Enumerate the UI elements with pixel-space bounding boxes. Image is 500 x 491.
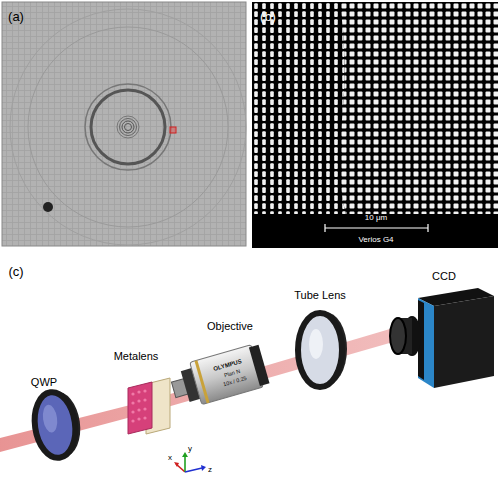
- sem-image: [252, 2, 498, 248]
- panel-letter: (a): [8, 10, 24, 23]
- scale-label: 10 μm: [365, 214, 387, 222]
- tube-lens: [298, 312, 347, 387]
- component-label: QWP: [31, 377, 57, 388]
- axis-triad: [174, 452, 206, 472]
- metalens-sample: [128, 378, 170, 434]
- metalens-optical-image: [2, 2, 246, 246]
- component-label: CCD: [432, 271, 456, 282]
- component-label: Objective: [207, 321, 253, 332]
- component-label: Metalens: [114, 351, 159, 362]
- axis-label: x: [168, 454, 172, 462]
- instrument-label: Verios G4: [358, 236, 393, 244]
- axis-label: y: [188, 445, 192, 453]
- objective-lens: [168, 343, 270, 411]
- qwp-element: [31, 389, 85, 461]
- panel-letter: (c): [8, 265, 23, 278]
- optical-setup: [0, 288, 494, 472]
- scale-bar: [325, 224, 428, 232]
- component-label: Tube Lens: [294, 290, 346, 301]
- ccd-camera: [390, 288, 494, 388]
- panel-letter: (b): [260, 10, 276, 23]
- axis-label: z: [208, 466, 212, 474]
